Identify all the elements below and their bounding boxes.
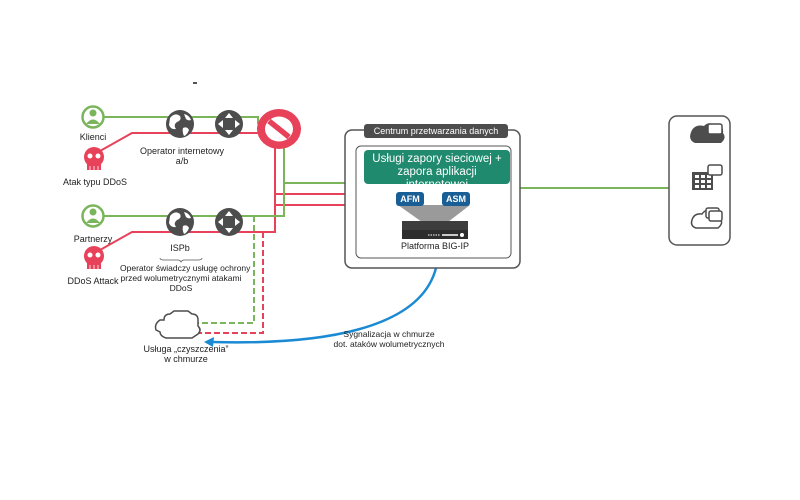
signal-label: Sygnalizacja w chmurze dot. ataków wolum… [324,329,454,350]
skull-icon [84,246,104,269]
isp-ab-label-line1: Operator internetowy [139,146,225,156]
skull-icon [84,147,104,170]
stray-mark [193,82,197,84]
platform-label: Platforma BIG-IP [400,241,470,251]
firewall-services-banner: Usługi zapory sieciowej + zapora aplikac… [364,150,510,184]
signal-label-line1: Sygnalizacja w chmurze [343,329,435,339]
server-icon [402,221,468,239]
cloud-scrubbing-label: Usługa „czyszczenia” w chmurze [136,344,236,365]
isp-b-desc-line1: Operator świadczy usługę ochrony [120,263,251,273]
link-cloud-green-dashed [198,216,255,324]
link-block-red-down [232,142,276,233]
router-icon [215,110,243,138]
ddos-attack-2-label: DDoS Attack [67,276,119,286]
link-ddos2-red [99,231,232,251]
no-entry-icon [257,109,301,149]
isp-b-desc-line2: przed wolumetrycznymi atakami [120,272,242,283]
isp-ab-label-line2: a/b [175,156,189,167]
banner-line3: internetowej [364,179,510,184]
afm-module-badge: AFM [396,192,424,206]
signal-arrowhead [204,337,214,347]
isp-b-label: ISPb [170,243,190,253]
user-icon [81,204,105,228]
dark-cloud-app-icon [690,123,725,143]
isp-ab-label: Operator internetowy a/b [130,146,234,167]
globe-icon [166,208,194,236]
ddos-attack-1-label: Atak typu DDoS [62,177,128,187]
banner-line2: zapora aplikacji [397,166,477,178]
link-cloud-red-dashed [198,232,264,334]
partners-label: Partnerzy [73,234,113,244]
asm-module-badge: ASM [442,192,470,206]
isp-brace [159,257,203,263]
outline-cloud-app-icon [690,207,723,229]
globe-icon [166,110,194,138]
cloud-scrubbing-label-line1: Usługa „czyszczenia” [143,344,229,354]
datacenter-title: Centrum przetwarzania danych [364,124,508,138]
link-ddos1-red [99,132,258,152]
banner-line1: Usługi zapory sieciowej + [372,153,502,165]
router-icon [215,208,243,236]
user-icon [81,105,105,129]
isp-b-desc-line3: DDoS [169,282,193,293]
cloud-icon [154,310,201,339]
cloud-scrubbing-label-line2: w chmurze [164,354,208,365]
signal-label-line2: dot. ataków wolumetrycznych [333,338,445,349]
isp-b-description: Operator świadczy usługę ochrony przed w… [120,263,251,293]
building-app-icon [692,164,723,190]
clients-label: Klienci [79,132,107,142]
link-partners-green [104,183,285,217]
funnel-shape [398,205,470,222]
signal-arrow [211,267,438,344]
